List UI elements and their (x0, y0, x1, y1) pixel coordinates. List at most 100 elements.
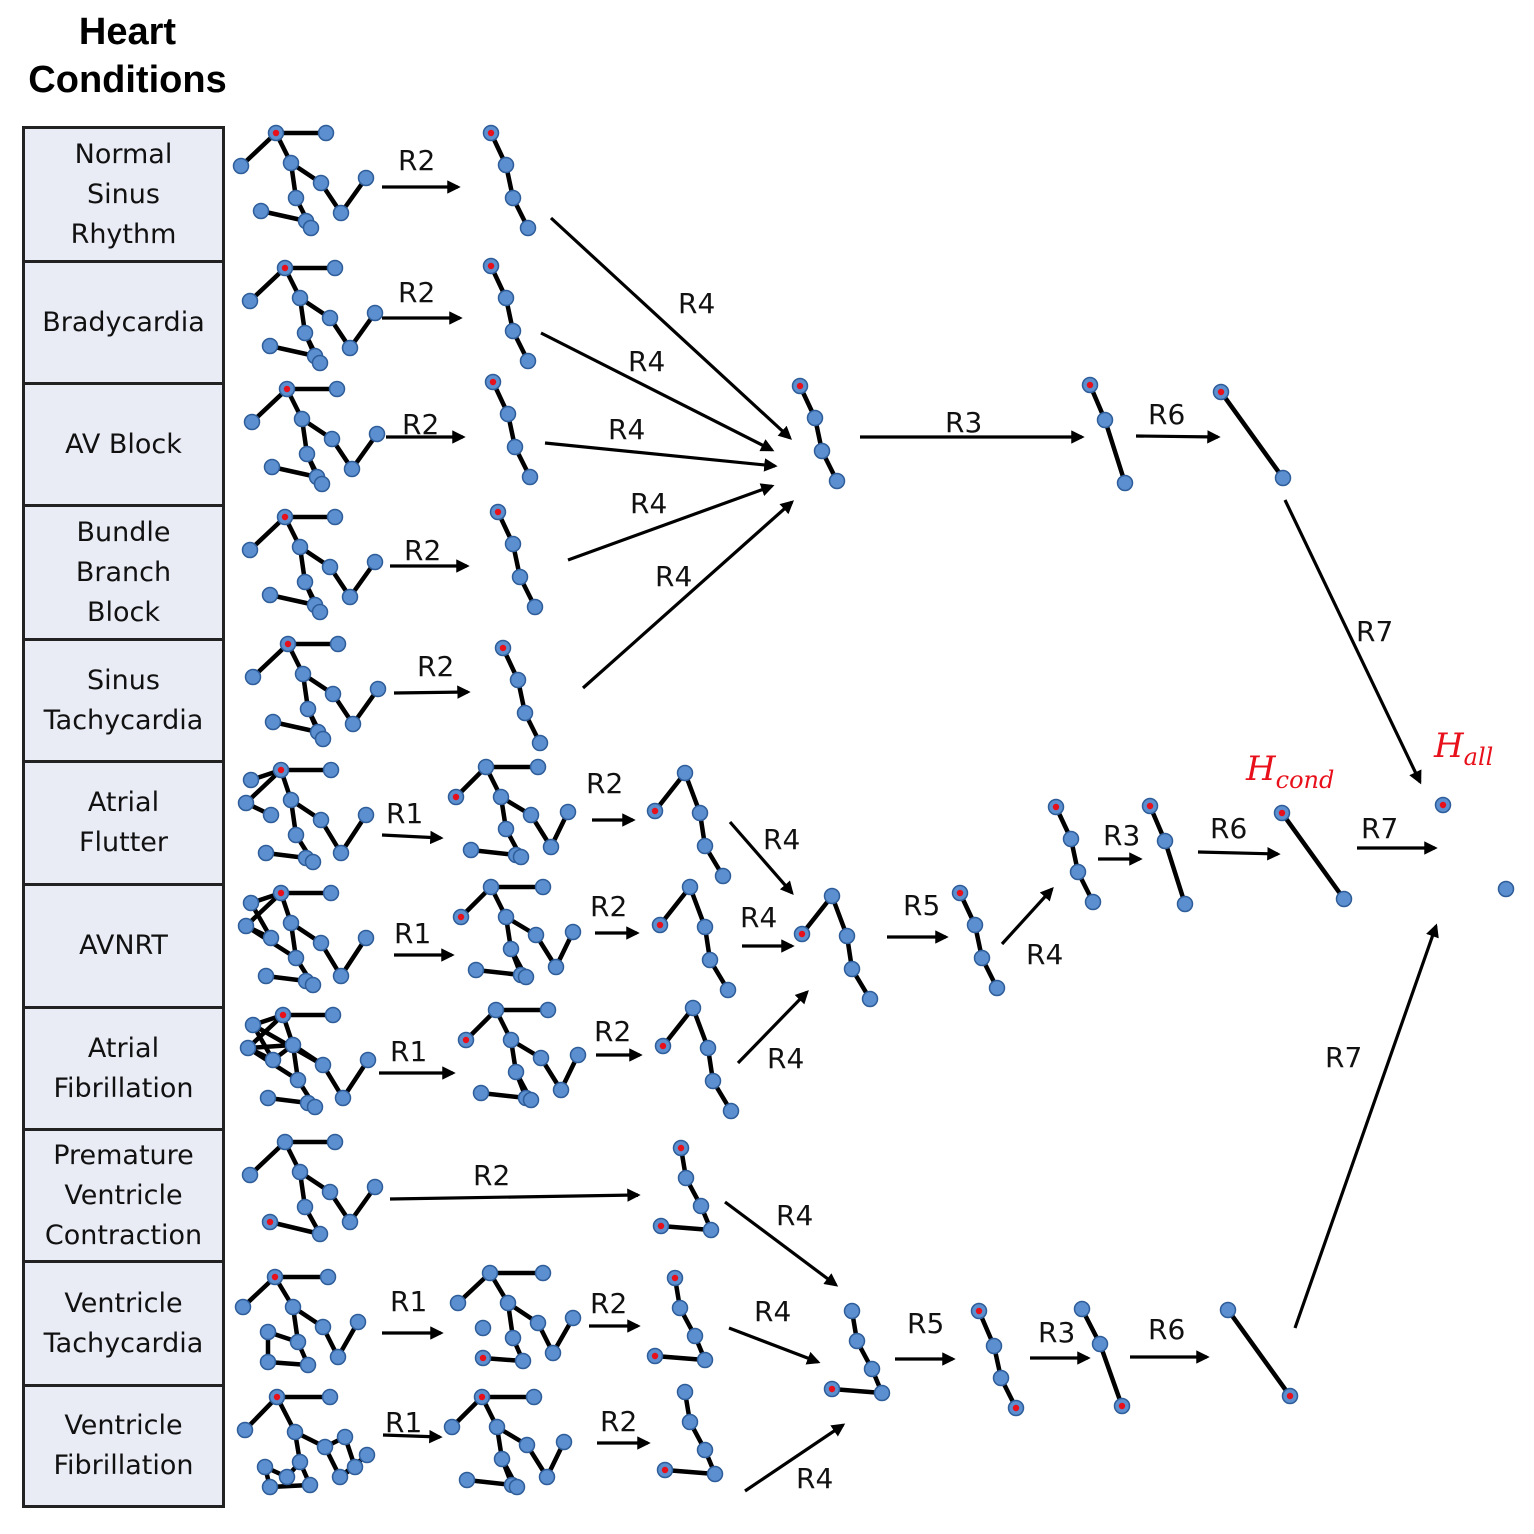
tree-node (701, 951, 719, 969)
tree-node (519, 352, 537, 370)
tree-edge (662, 1467, 718, 1477)
tree-node (472, 1084, 490, 1102)
tree-node (241, 292, 259, 310)
tree-node (296, 573, 314, 591)
tree-node (237, 917, 255, 935)
rule-arrow (1197, 847, 1281, 861)
rule-label-r4: R4 (1026, 938, 1063, 971)
tree-node (291, 1163, 309, 1181)
tree-node (539, 1001, 557, 1019)
tree-node (555, 1433, 573, 1451)
tree-node (873, 1384, 891, 1402)
tree-node (322, 761, 340, 779)
tree-node (863, 1360, 881, 1378)
tree-node (312, 174, 330, 192)
root-marker (1118, 1402, 1126, 1410)
rule-label-r5: R5 (907, 1307, 944, 1340)
root-marker (266, 1218, 274, 1226)
tree-node (366, 1178, 384, 1196)
tree-node (313, 475, 331, 493)
tree-node (299, 700, 317, 718)
tree-node (843, 960, 861, 978)
tree-node (264, 1051, 282, 1069)
tree-node (518, 1436, 536, 1454)
tree-node (287, 949, 305, 967)
rule-arrow (544, 441, 778, 472)
tree-node (346, 1458, 364, 1476)
rule-label-r4: R4 (678, 287, 715, 320)
tree-node (527, 926, 545, 944)
rule-arrow (540, 331, 775, 452)
rule-label-r6: R6 (1148, 398, 1185, 431)
tree-node (492, 788, 510, 806)
root-marker (1439, 801, 1447, 809)
rule-arrow (1135, 430, 1221, 444)
root-marker (956, 889, 964, 897)
tree-node (474, 1319, 492, 1337)
tree-node (296, 1198, 314, 1216)
rule-label-r2: R2 (600, 1405, 637, 1438)
tree-node (314, 1056, 332, 1074)
tree-node (278, 1468, 296, 1486)
tree-node (259, 1353, 277, 1371)
root-marker (284, 640, 292, 648)
rule-label-r4: R4 (655, 560, 692, 593)
tree-edge (267, 1219, 323, 1237)
tree-node (302, 219, 320, 237)
condition-row: AV Block (25, 385, 222, 507)
tree-node (326, 1133, 344, 1151)
tree-node (282, 914, 300, 932)
tree-node (236, 1421, 254, 1439)
tree-node (357, 806, 375, 824)
tree-node (366, 553, 384, 571)
tree-node (263, 458, 281, 476)
root-marker (273, 1393, 281, 1401)
tree-node (369, 680, 387, 698)
rule-label-r1: R1 (385, 1406, 422, 1439)
tree-node (329, 1348, 347, 1366)
rule-label-r7: R7 (1356, 615, 1393, 648)
root-marker (1286, 1392, 1294, 1400)
tree-node (504, 535, 522, 553)
tree-node (719, 981, 737, 999)
condition-row: Ventricle Fibrillation (25, 1387, 222, 1505)
root-marker (479, 1354, 487, 1362)
rule-label-r5: R5 (903, 889, 940, 922)
tree-node (282, 154, 300, 172)
rule-label-r4: R4 (763, 823, 800, 856)
tree-node (257, 967, 275, 985)
root-marker (661, 1466, 669, 1474)
root-marker (975, 1307, 983, 1315)
rule-arrow (393, 685, 471, 699)
tree-node (314, 730, 332, 748)
rule-arrow (724, 1200, 839, 1287)
tree-node (264, 713, 282, 731)
tree-node (343, 460, 361, 478)
tree-node (332, 844, 350, 862)
tree-node (357, 929, 375, 947)
tree-node (312, 811, 330, 829)
tree-node (704, 1072, 722, 1090)
tree-node (366, 304, 384, 322)
tree-node (706, 1465, 724, 1483)
tree-edge (1097, 1341, 1125, 1409)
tree-edge (1218, 389, 1286, 481)
tree-node (262, 929, 280, 947)
tree-node (497, 156, 515, 174)
tree-node (341, 1213, 359, 1231)
tree-node (321, 309, 339, 327)
rule-label-r3: R3 (945, 406, 982, 439)
tree-node (261, 586, 279, 604)
tree-node (507, 1063, 525, 1081)
rule-arrow (1283, 499, 1422, 785)
rule-arrow (567, 483, 775, 562)
tree-node (443, 1418, 461, 1436)
tree-node (508, 1478, 526, 1496)
tree-node (301, 1476, 319, 1494)
rule-arrow (728, 820, 794, 896)
tree-node (326, 508, 344, 526)
tree-node (696, 1441, 714, 1459)
tree-node (671, 1299, 689, 1317)
